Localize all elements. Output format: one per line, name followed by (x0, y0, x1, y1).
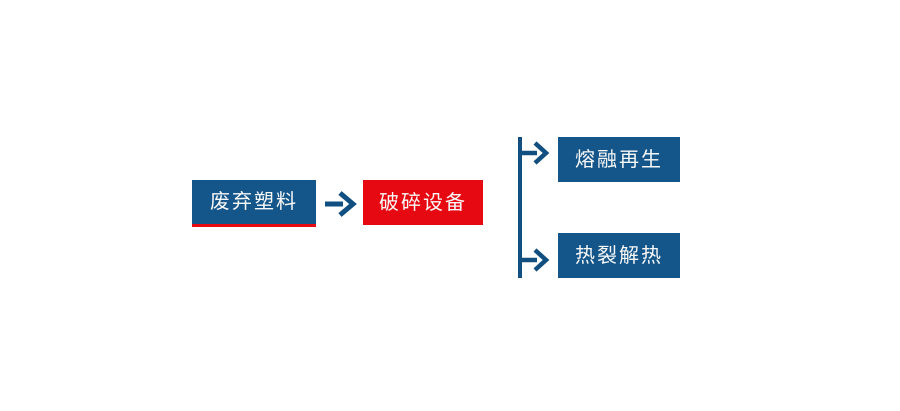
flow-node-crushing-equipment: 破碎设备 (363, 180, 483, 225)
flow-node-waste-plastic: 废弃塑料 (192, 180, 316, 227)
fork-branch-icon (518, 137, 550, 278)
right-arrow-icon (325, 191, 357, 217)
flow-node-waste-plastic-label: 废弃塑料 (210, 191, 298, 213)
flow-node-melt-regeneration: 熔融再生 (558, 137, 680, 182)
flow-node-pyrolysis: 热裂解热 (558, 233, 680, 278)
flow-node-crushing-equipment-label: 破碎设备 (379, 191, 467, 214)
flow-node-pyrolysis-label: 热裂解热 (575, 244, 663, 267)
flow-node-melt-regeneration-label: 熔融再生 (575, 148, 663, 171)
